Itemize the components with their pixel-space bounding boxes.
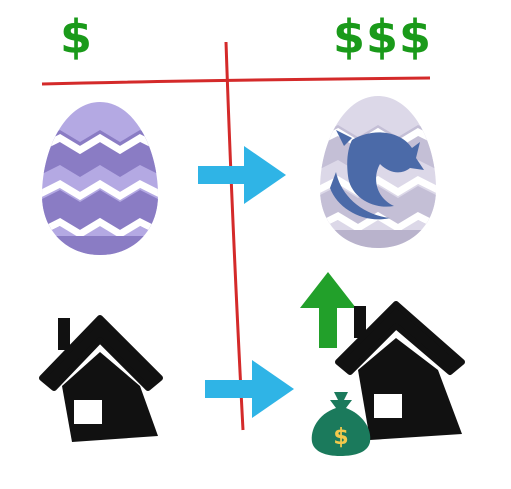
- arrow-up-icon: [300, 272, 356, 348]
- house-icon: [335, 301, 465, 440]
- money-bag-icon: [311, 392, 371, 456]
- dragon-icon: [330, 130, 424, 220]
- horizontal-rule: [41, 76, 431, 86]
- dragon-egg-icon: [320, 96, 436, 248]
- left-dollar-label: $: [60, 10, 94, 64]
- egg-icon: [42, 102, 158, 255]
- money-bag-symbol: $: [333, 425, 348, 450]
- vertical-rule: [224, 41, 245, 431]
- arrow-right-icon: [198, 146, 286, 204]
- arrow-right-icon: [205, 360, 294, 418]
- house-icon: [39, 315, 163, 442]
- right-dollar-label: $$$: [333, 10, 433, 64]
